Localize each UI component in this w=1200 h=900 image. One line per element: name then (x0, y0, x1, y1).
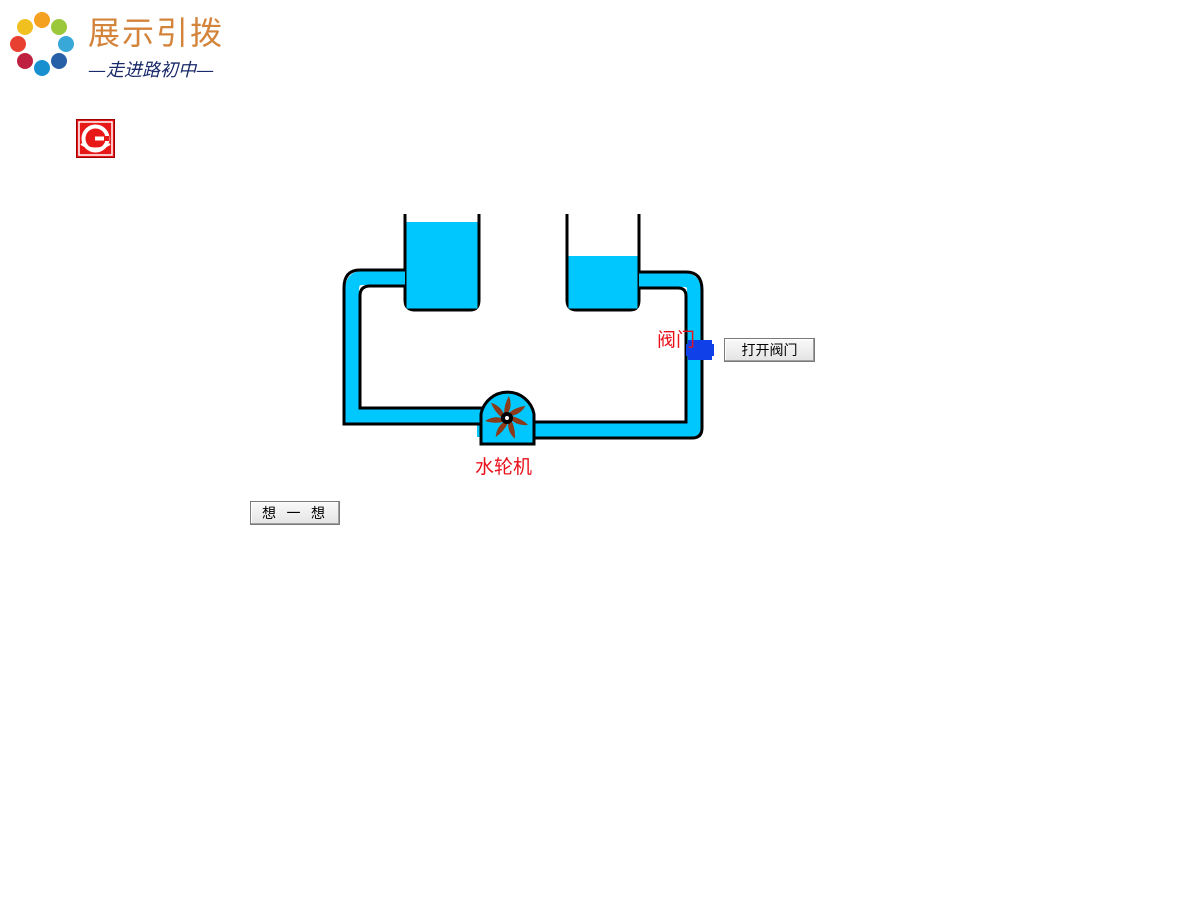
back-icon[interactable] (76, 119, 115, 158)
right-tank-water (568, 256, 638, 309)
flower-logo-icon (10, 12, 74, 76)
turbine-rotor (485, 396, 529, 439)
pipe-outline-inner-right (532, 286, 688, 424)
valve-label: 阀门 (657, 329, 696, 351)
logo-title: 展示引拨 (88, 14, 225, 52)
open-valve-button[interactable]: 打开阀门 (724, 338, 815, 362)
pipe-outline-inner-left (358, 284, 484, 410)
left-tank-water (406, 222, 478, 309)
right-tank (565, 214, 641, 312)
pipe-outline-outer-left (342, 268, 484, 426)
logo-subtitle: —走进路初中— (88, 60, 214, 81)
think-button[interactable]: 想 一 想 (250, 501, 340, 525)
turbine-label: 水轮机 (475, 456, 533, 478)
left-tank (403, 214, 481, 312)
app-logo: 展示引拨 —走进路初中— (2, 4, 242, 81)
